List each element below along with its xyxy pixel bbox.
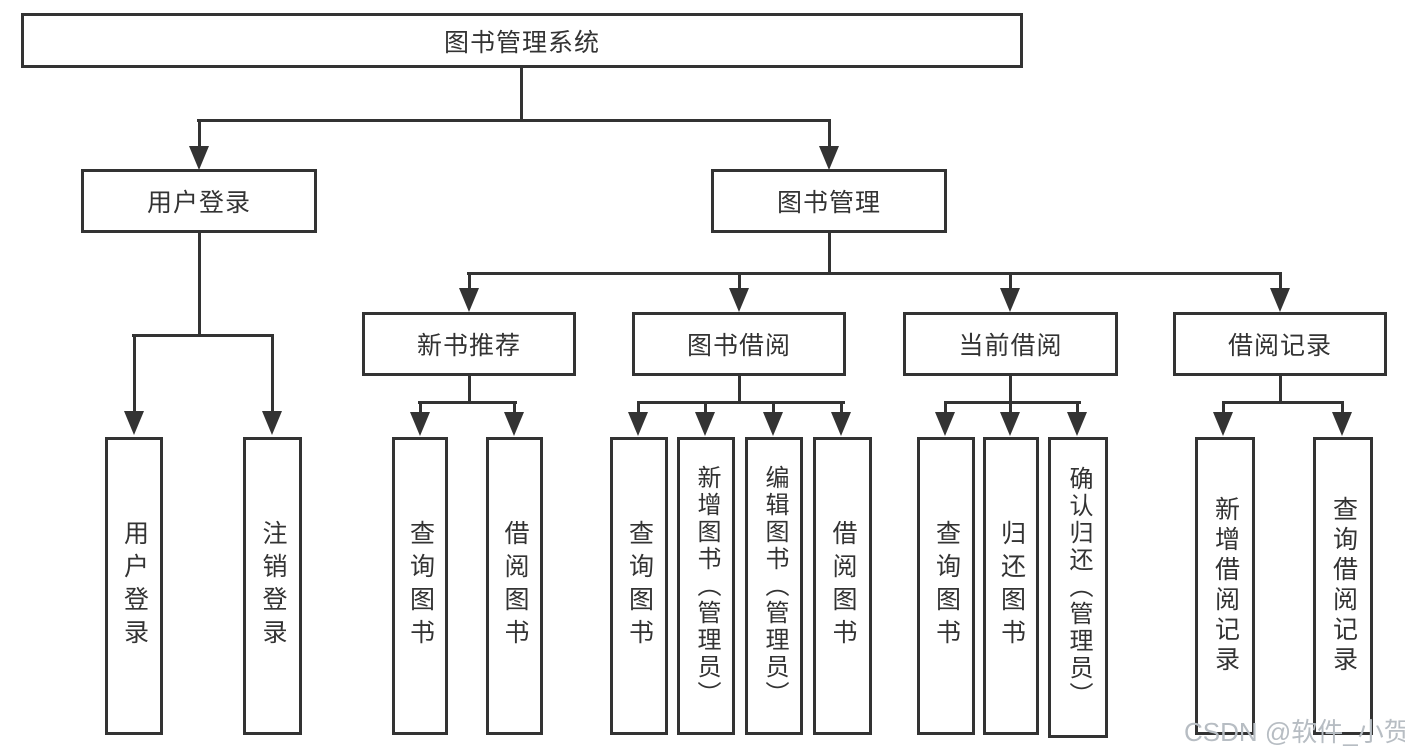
leaf-borrow-books: 借阅图书	[813, 437, 872, 735]
leaf-confirm-return-admin: 确认归还（管理员）	[1048, 437, 1108, 738]
leaf-borrow-books-recommend: 借阅图书	[486, 437, 543, 735]
connector-line	[198, 233, 201, 337]
leaf-query-books-borrow-label: 查询图书	[625, 520, 654, 652]
connector-line	[271, 334, 274, 414]
leaf-logout: 注销登录	[243, 437, 302, 735]
connector-line	[637, 401, 640, 415]
leaf-query-books-borrow: 查询图书	[610, 437, 668, 735]
leaf-query-books-recommend-label: 查询图书	[406, 520, 435, 652]
leaf-user-login: 用户登录	[105, 437, 163, 735]
connector-line	[133, 334, 136, 414]
arrowhead-down-icon	[262, 411, 282, 435]
node-book-borrow-label: 图书借阅	[686, 332, 791, 360]
arrowhead-down-icon	[1270, 288, 1290, 312]
node-book-management-label: 图书管理	[776, 189, 881, 217]
arrowhead-down-icon	[935, 412, 955, 436]
arrowhead-down-icon	[819, 146, 839, 170]
connector-line	[468, 272, 471, 292]
connector-line	[520, 68, 523, 122]
arrowhead-down-icon	[628, 412, 648, 436]
leaf-query-books-recommend: 查询图书	[392, 437, 448, 735]
connector-line	[738, 376, 741, 404]
node-borrow-records: 借阅记录	[1173, 312, 1387, 376]
connector-line	[1009, 401, 1012, 415]
connector-line	[1222, 401, 1344, 404]
leaf-query-borrow-record-label: 查询借阅记录	[1329, 496, 1358, 676]
arrowhead-down-icon	[1332, 412, 1352, 436]
connector-line	[198, 119, 201, 149]
node-book-borrow: 图书借阅	[632, 312, 846, 376]
connector-line	[1279, 376, 1282, 404]
connector-line	[637, 401, 845, 404]
node-root-label: 图书管理系统	[443, 28, 600, 57]
leaf-return-books-label: 归还图书	[997, 520, 1026, 652]
connector-line	[772, 401, 775, 415]
connector-line	[944, 401, 1081, 404]
leaf-user-login-label: 用户登录	[120, 520, 149, 652]
leaf-return-books: 归还图书	[983, 437, 1039, 735]
connector-line	[738, 272, 741, 292]
arrowhead-down-icon	[1213, 412, 1233, 436]
connector-line	[1222, 401, 1225, 415]
connector-line	[197, 119, 831, 122]
leaf-confirm-return-admin-label: 确认归还（管理员）	[1065, 466, 1092, 709]
node-borrow-records-label: 借阅记录	[1227, 332, 1332, 360]
node-current-borrow-label: 当前借阅	[958, 332, 1063, 360]
connector-line	[418, 401, 517, 404]
arrowhead-down-icon	[831, 412, 851, 436]
connector-line	[1341, 401, 1344, 415]
arrowhead-down-icon	[1067, 412, 1087, 436]
connector-line	[132, 334, 274, 337]
connector-line	[1009, 376, 1012, 404]
leaf-edit-books-admin-label: 编辑图书（管理员）	[761, 464, 788, 708]
connector-line	[419, 401, 422, 415]
connector-line	[944, 401, 947, 415]
arrowhead-down-icon	[1000, 412, 1020, 436]
connector-line	[840, 401, 843, 415]
leaf-query-books-current-label: 查询图书	[932, 520, 961, 652]
leaf-add-books-admin: 新增图书（管理员）	[677, 437, 735, 735]
connector-line	[1076, 401, 1079, 415]
arrowhead-down-icon	[763, 412, 783, 436]
connector-line	[828, 119, 831, 149]
leaf-borrow-books-label: 借阅图书	[829, 520, 857, 652]
node-current-borrow: 当前借阅	[903, 312, 1118, 376]
arrowhead-down-icon	[1000, 288, 1020, 312]
connector-line	[704, 401, 707, 415]
node-book-management: 图书管理	[711, 169, 947, 233]
arrowhead-down-icon	[729, 288, 749, 312]
node-root: 图书管理系统	[21, 13, 1023, 68]
csdn-watermark: CSDN @软件_小贺同学	[1184, 717, 1405, 747]
node-user-login-label: 用户登录	[146, 189, 251, 217]
leaf-query-books-current: 查询图书	[917, 437, 975, 735]
node-user-login: 用户登录	[81, 169, 317, 233]
node-new-book-recommend: 新书推荐	[362, 312, 576, 376]
arrowhead-down-icon	[189, 146, 209, 170]
leaf-query-borrow-record: 查询借阅记录	[1313, 437, 1373, 735]
leaf-add-borrow-record-label: 新增借阅记录	[1211, 496, 1240, 676]
connector-line	[467, 272, 1282, 275]
connector-line	[468, 376, 471, 404]
arrowhead-down-icon	[695, 412, 715, 436]
connector-line	[1009, 272, 1012, 292]
arrowhead-down-icon	[124, 411, 144, 435]
connector-line	[828, 233, 831, 275]
connector-line	[513, 401, 516, 415]
arrowhead-down-icon	[459, 288, 479, 312]
leaf-edit-books-admin: 编辑图书（管理员）	[745, 437, 803, 735]
leaf-logout-label: 注销登录	[259, 520, 287, 652]
arrowhead-down-icon	[410, 412, 430, 436]
connector-line	[1279, 272, 1282, 292]
leaf-add-borrow-record: 新增借阅记录	[1195, 437, 1255, 735]
arrowhead-down-icon	[504, 412, 524, 436]
node-new-book-recommend-label: 新书推荐	[416, 332, 521, 360]
leaf-borrow-books-recommend-label: 借阅图书	[501, 520, 529, 652]
leaf-add-books-admin-label: 新增图书（管理员）	[693, 464, 720, 708]
